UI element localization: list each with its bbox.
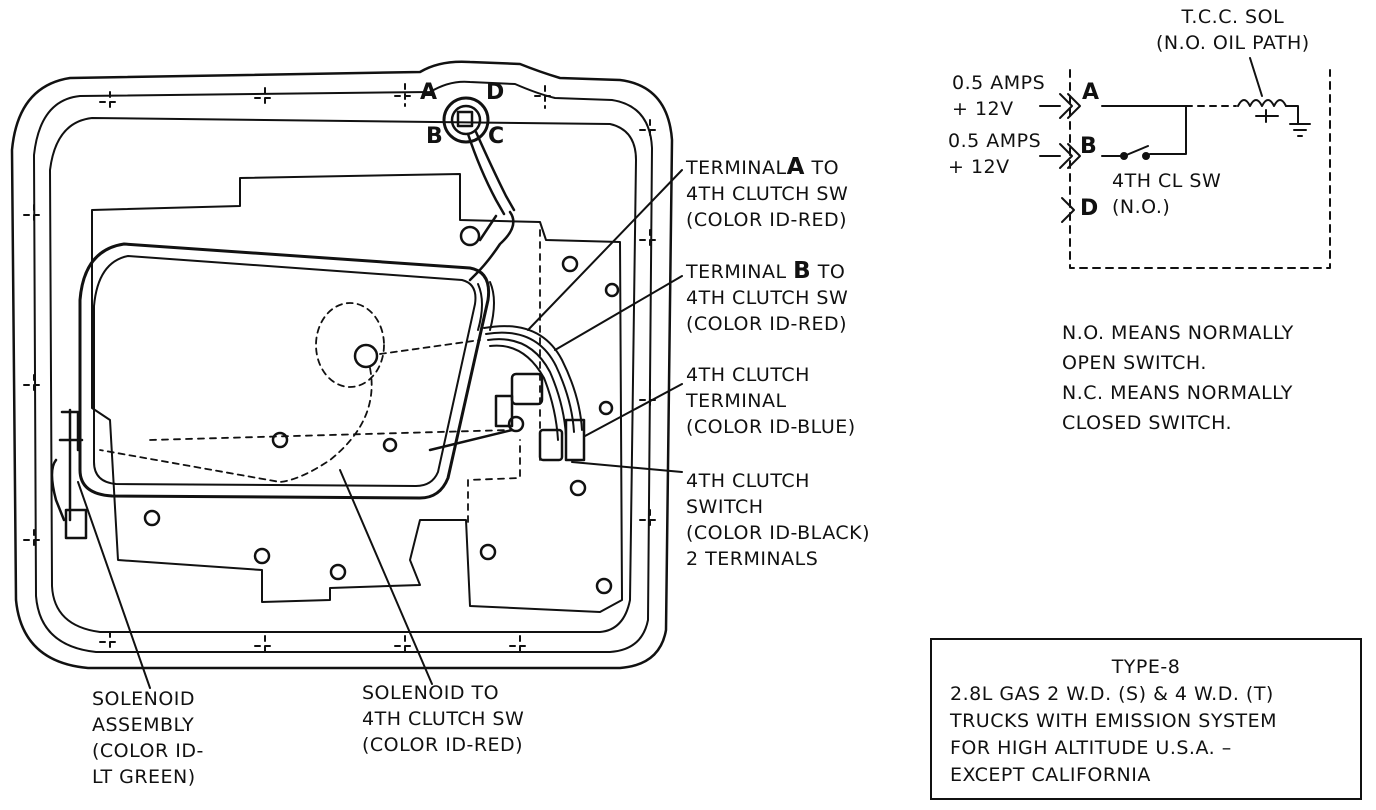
type-box-line: FOR HIGH ALTITUDE U.S.A. – xyxy=(950,737,1232,759)
valve-body-plate xyxy=(91,173,623,613)
pan-bolts xyxy=(143,225,620,595)
pan-inner-lip xyxy=(49,117,637,633)
tcc-schematic xyxy=(1039,57,1331,269)
label-clutch-terminal: 4TH CLUTCH TERMINAL (COLOR ID-BLUE) xyxy=(686,364,856,438)
intake-dashed-path xyxy=(99,339,481,483)
schematic-switch-label: 4TH CL SW (N.O.) xyxy=(1112,170,1222,218)
type-box-line: 2.8L GAS 2 W.D. (S) & 4 W.D. (T) xyxy=(950,683,1274,705)
clutch-switch-assembly xyxy=(428,372,586,462)
connector-letter-d: D xyxy=(486,80,505,105)
schematic-amps-a: 0.5 AMPS + 12V xyxy=(952,72,1046,120)
type-box-line: EXCEPT CALIFORNIA xyxy=(950,764,1151,786)
harness-to-switch xyxy=(483,325,583,441)
type-info-box: TYPE-8 2.8L GAS 2 W.D. (S) & 4 W.D. (T) … xyxy=(930,638,1362,800)
label-clutch-switch: 4TH CLUTCH SWITCH (COLOR ID-BLACK) 2 TER… xyxy=(686,470,871,570)
connector-letter-b: B xyxy=(426,124,443,149)
label-solenoid-to-switch: SOLENOID TO 4TH CLUTCH SW (COLOR ID-RED) xyxy=(362,682,525,756)
solenoid-assembly-part xyxy=(50,408,88,540)
harness-long-run xyxy=(477,281,495,331)
harness-wires xyxy=(466,130,516,282)
case-connector xyxy=(442,96,490,144)
leader-lines xyxy=(77,169,683,689)
label-solenoid-assembly: SOLENOID ASSEMBLY (COLOR ID- LT GREEN) xyxy=(92,688,204,788)
filter-screen xyxy=(78,242,491,500)
label-terminal-b: TERMINAL B TO 4TH CLUTCH SW (COLOR ID-RE… xyxy=(686,258,849,335)
schematic-tcc-title: T.C.C. SOL (N.O. OIL PATH) xyxy=(1156,6,1310,54)
pan-inner-flange xyxy=(33,80,653,653)
schematic-terminal-b: B xyxy=(1080,134,1097,159)
switch-notes: N.O. MEANS NORMALLY OPEN SWITCH. N.C. ME… xyxy=(1062,322,1294,434)
valve-body-dashed-edge xyxy=(149,229,541,523)
schematic-terminal-d: D xyxy=(1080,196,1099,221)
connector-letter-c: C xyxy=(488,124,505,149)
intake-stud xyxy=(353,343,379,369)
schematic-terminal-a: A xyxy=(1082,80,1100,105)
schematic-amps-b: 0.5 AMPS + 12V xyxy=(948,130,1042,178)
pan-outer-outline xyxy=(10,60,674,670)
type-box-line: TRUCKS WITH EMISSION SYSTEM xyxy=(950,710,1278,732)
flange-bolt-marks xyxy=(23,83,661,657)
type-box-title: TYPE-8 xyxy=(1111,656,1181,678)
filter-intake xyxy=(315,302,385,388)
label-terminal-a: TERMINALA TO 4TH CLUTCH SW (COLOR ID-RED… xyxy=(686,154,849,231)
filter-screen-inner xyxy=(93,255,477,487)
connector-letter-a: A xyxy=(420,80,438,105)
